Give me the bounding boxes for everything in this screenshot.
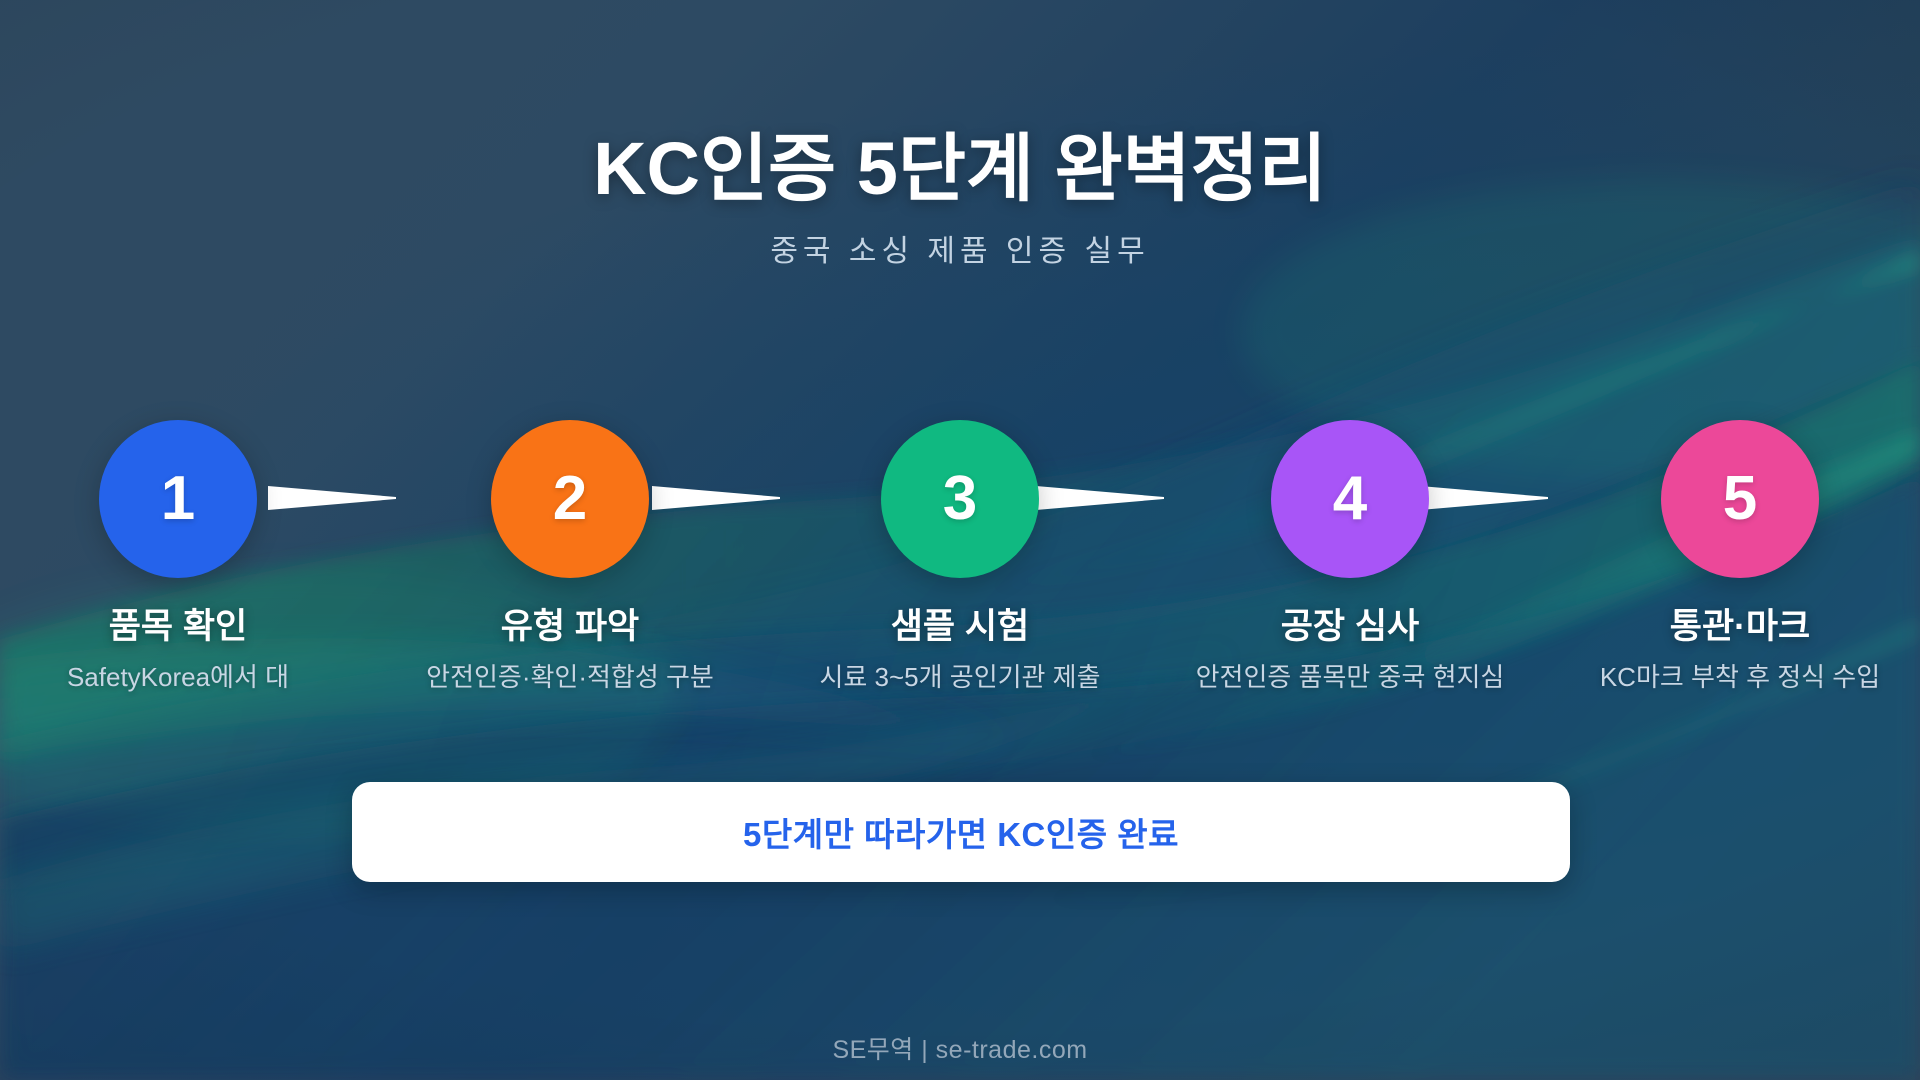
step-label-2: 유형 파악 (500, 607, 640, 646)
page-subtitle: 중국 소싱 제품 인증 실무 (770, 235, 1150, 268)
step-desc-5: KC마크 부착 후 정식 수입 (1599, 662, 1881, 692)
step-label-1: 품목 확인 (108, 607, 248, 646)
step-item-5[interactable]: 5 통관·마크 KC마크 부착 후 정식 수입 (1548, 408, 1920, 694)
header: KC인증 5단계 완벽정리 중국 소싱 제품 인증 실무 (0, 132, 1920, 270)
step-number-3: 3 (942, 464, 978, 533)
step-number-5: 5 (1722, 464, 1758, 533)
step-circle-1[interactable]: 1 (99, 420, 257, 578)
arrow-step1-to-step2 (268, 478, 396, 518)
step-desc-1: SafetyKorea에서 대 (66, 662, 290, 692)
step-number-2: 2 (552, 464, 588, 533)
step-desc-4: 안전인증 품목만 중국 현지심 (1195, 662, 1505, 692)
step-label-5: 통관·마크 (1669, 607, 1811, 646)
step-number-1: 1 (160, 464, 196, 533)
step-circle-3[interactable]: 3 (881, 420, 1039, 578)
page-title: KC인증 5단계 완벽정리 (593, 127, 1327, 210)
summary-banner-text: 5단계만 따라가면 KC인증 완료 (743, 816, 1179, 853)
footer: SE무역 | se-trade.com (0, 1030, 1920, 1066)
arrow-step2-to-step3 (652, 478, 780, 518)
arrow-step3-to-step4 (1036, 478, 1164, 518)
footer-brand-text: SE무역 | se-trade.com (832, 1036, 1088, 1064)
step-item-3[interactable]: 3 샘플 시험 시료 3~5개 공인기관 제출 (768, 408, 1152, 694)
step-flow: 1 품목 확인 SafetyKorea에서 대 2 유형 파악 안전인증·확인·… (0, 408, 1920, 708)
step-label-3: 샘플 시험 (890, 607, 1030, 646)
step-desc-3: 시료 3~5개 공인기관 제출 (819, 662, 1101, 692)
step-circle-4[interactable]: 4 (1271, 420, 1429, 578)
step-circle-5[interactable]: 5 (1661, 420, 1819, 578)
step-label-4: 공장 심사 (1280, 607, 1420, 646)
step-number-4: 4 (1332, 464, 1368, 533)
step-circle-2[interactable]: 2 (491, 420, 649, 578)
step-item-1[interactable]: 1 품목 확인 SafetyKorea에서 대 (0, 408, 370, 694)
summary-banner[interactable]: 5단계만 따라가면 KC인증 완료 (352, 782, 1570, 882)
step-desc-2: 안전인증·확인·적합성 구분 (426, 662, 714, 692)
step-item-2[interactable]: 2 유형 파악 안전인증·확인·적합성 구분 (378, 408, 762, 694)
step-item-4[interactable]: 4 공장 심사 안전인증 품목만 중국 현지심 (1158, 408, 1542, 694)
arrow-step4-to-step5 (1420, 478, 1548, 518)
